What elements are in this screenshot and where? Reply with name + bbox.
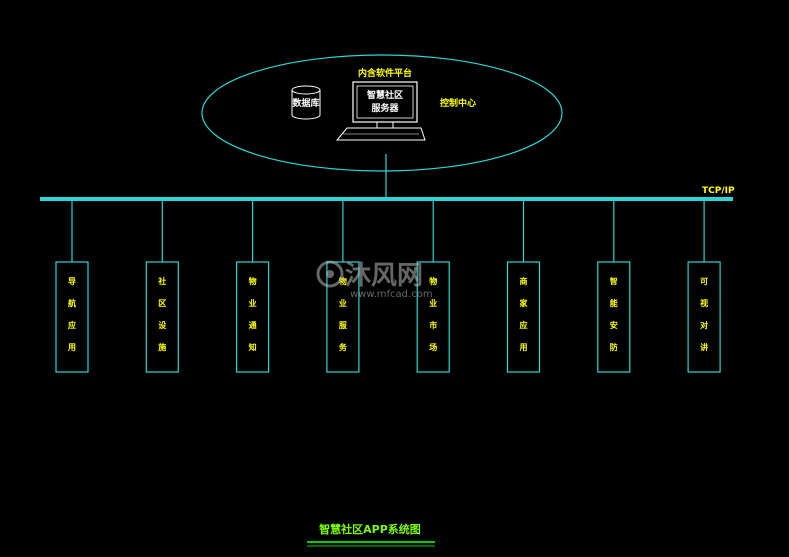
server-computer-icon — [335, 81, 426, 141]
watermark-logo-icon — [316, 260, 344, 288]
watermark-text: 沐风网 — [345, 261, 423, 291]
module-box — [506, 261, 541, 373]
module-box — [55, 261, 89, 373]
module-box — [687, 261, 721, 373]
database-label: 数据库 — [292, 97, 319, 109]
module-label: 物业市场 — [429, 276, 437, 352]
module-box — [326, 261, 360, 373]
diagram-title: 智慧社区APP系统图 — [319, 522, 421, 536]
module-label: 商家应用 — [519, 276, 529, 352]
module-box — [416, 261, 450, 373]
module-box — [236, 261, 270, 373]
module-label: 社区设施 — [157, 276, 166, 352]
module-label: 导航应用 — [67, 277, 76, 352]
server-label-line1: 智慧社区 — [367, 89, 403, 101]
watermark-url: www.mfcad.com — [350, 289, 433, 300]
module-label: 物业通知 — [249, 276, 257, 352]
module-group: 导航应用 社区设施 物业通知 物业服务 物业市场 商家应用 智能安防 可视对讲 — [55, 201, 721, 373]
module-box — [597, 261, 631, 373]
database-icon — [291, 85, 321, 120]
control-center-ellipse — [201, 54, 563, 172]
watermark: 沐风网 www.mfcad.com — [316, 260, 433, 300]
bus-label: TCP/IP — [702, 186, 735, 196]
module-label: 可视对讲 — [700, 277, 708, 352]
module-label: 智能安防 — [610, 276, 618, 352]
server-label-line2: 服务器 — [371, 102, 399, 114]
module-label: 物业服务 — [339, 276, 348, 352]
platform-label: 内含软件平台 — [358, 67, 412, 79]
module-box — [145, 261, 179, 373]
control-center-label: 控制中心 — [440, 97, 476, 109]
